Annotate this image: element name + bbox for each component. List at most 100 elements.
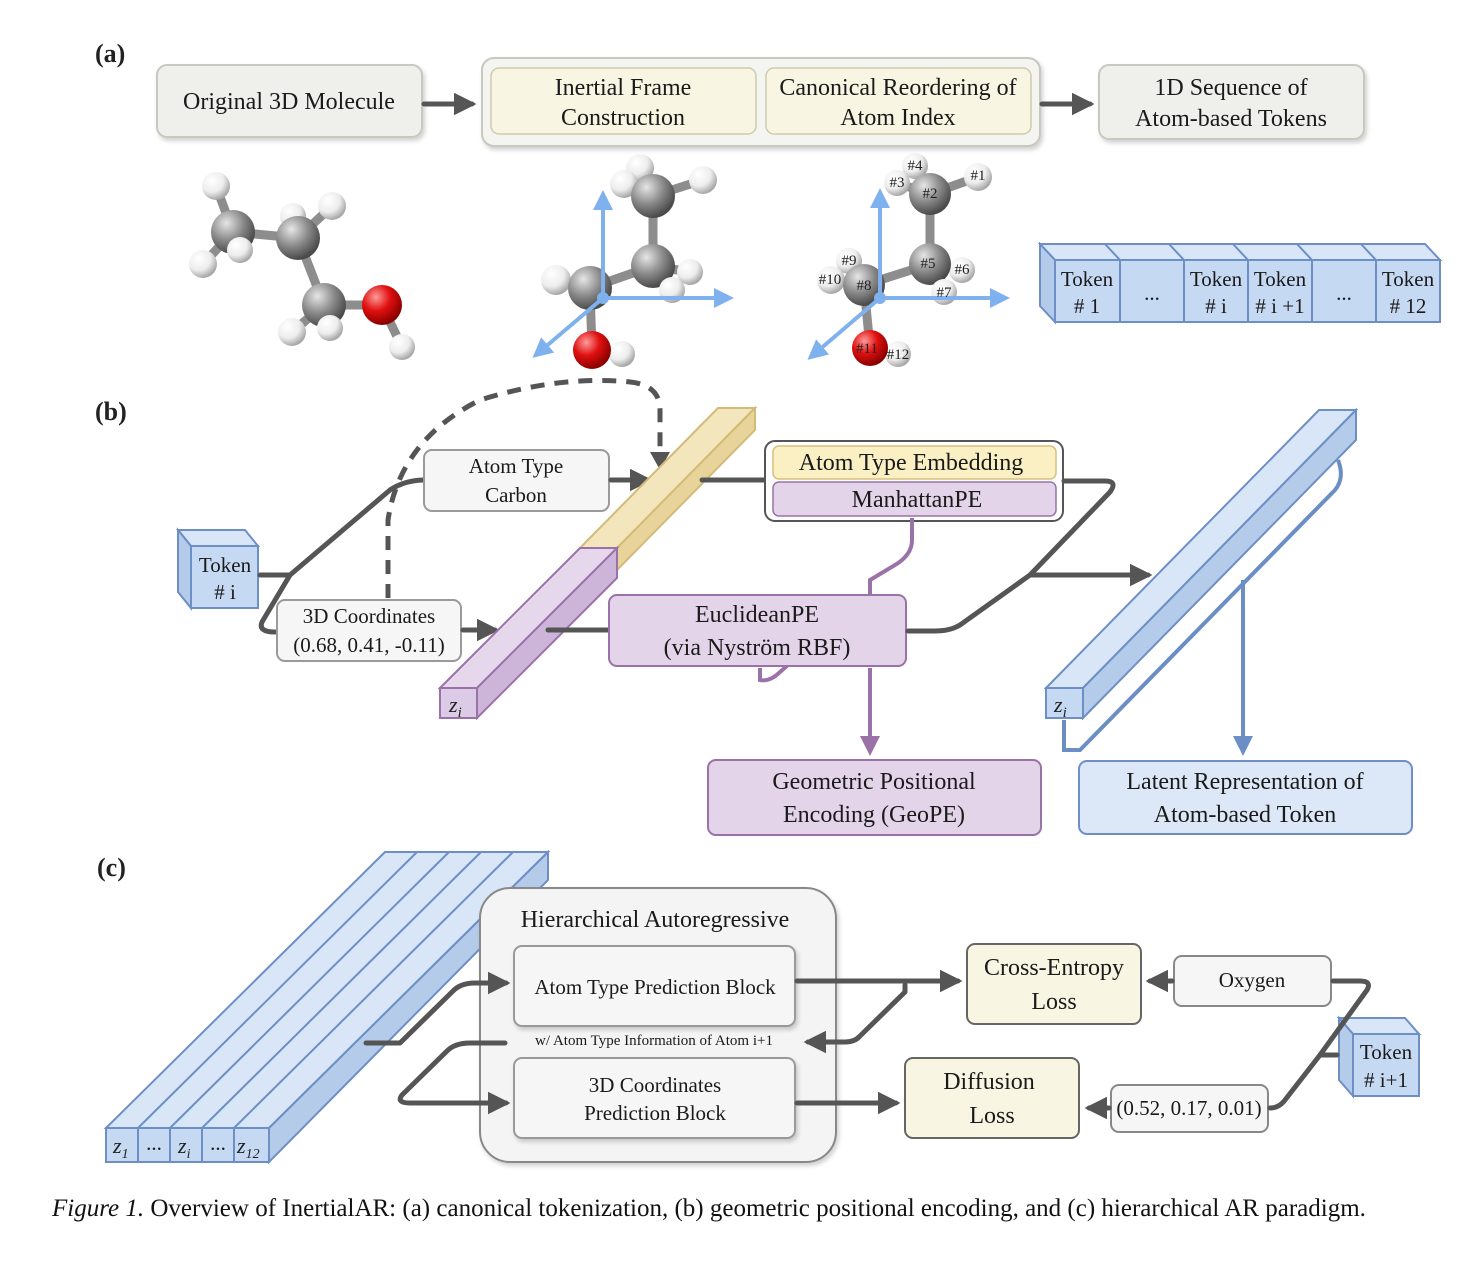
token-i1-cube-index: # i+1: [1364, 1068, 1408, 1092]
token-to-oxygen-line: [1317, 978, 1371, 1058]
coords-prediction-label-1: 3D Coordinates: [589, 1073, 721, 1097]
token-i-label: Token: [1190, 267, 1243, 291]
euclid-to-geope-line: [758, 618, 842, 683]
atom-label-4: #4: [908, 158, 924, 174]
oxygen-label: Oxygen: [1219, 968, 1286, 992]
inertial-frame-box: [490, 67, 757, 135]
token-i1-index: # i +1: [1255, 294, 1304, 318]
input-to-atom-block: [363, 971, 511, 1046]
latent-loop-line: [1062, 459, 1343, 752]
latent-prism: [1043, 407, 1359, 721]
manhattan-pe-label: ManhattanPE: [852, 487, 983, 513]
sequence-label-1: 1D Sequence of: [1154, 75, 1307, 101]
latent-box: [1078, 760, 1413, 835]
atom-type-embedding-label: Atom Type Embedding: [799, 450, 1024, 476]
token-i-cube-index: # i: [214, 580, 236, 604]
cross-entropy-box: [966, 943, 1142, 1025]
token-i-cube: [175, 527, 261, 611]
hierarchical-label: Hierarchical Autoregressive: [521, 907, 790, 933]
canonical-reordering-label-2: Atom Index: [840, 105, 955, 131]
token-i1-cube: [1336, 1015, 1422, 1099]
dashed-connector-head: [650, 452, 670, 470]
figure-caption: Figure 1. Overview of InertialAR: (a) ca…: [52, 1195, 1467, 1223]
diffusion-loss-box: [904, 1057, 1080, 1139]
atom-type-embedding-box: [772, 445, 1057, 480]
sequence-label-2: Atom-based Tokens: [1135, 106, 1327, 132]
coords-label: 3D Coordinates: [303, 604, 435, 628]
token-ellipsis-1: ...: [1144, 281, 1160, 305]
atom-type-prediction-box: [513, 945, 796, 1027]
atom-label-5: #5: [921, 256, 936, 272]
input-to-coord-block: [397, 1040, 511, 1115]
token-ellipsis-2: ...: [1336, 281, 1352, 305]
z-i-label-b: zi: [448, 692, 462, 721]
sequence-box: [1098, 64, 1365, 140]
atom-label-7: #7: [937, 285, 953, 301]
atom-type-info-label: w/ Atom Type Information of Atom i+1: [535, 1033, 773, 1049]
euclidean-pe-label-2: (via Nyström RBF): [664, 635, 851, 661]
latent-label-2: Atom-based Token: [1154, 802, 1337, 828]
atom-label-11: #11: [856, 341, 878, 357]
manhattan-to-geope-line: [868, 518, 914, 600]
atom-label-2: #2: [923, 186, 938, 202]
caption-prefix: Figure 1.: [52, 1195, 145, 1222]
latent-stack: [103, 849, 551, 1165]
cross-entropy-label-2: Loss: [1031, 989, 1076, 1015]
canonical-reordering-box: [765, 67, 1032, 135]
cross-entropy-label-1: Cross-Entropy: [984, 955, 1124, 981]
z-i-label-latent: zi: [1053, 692, 1067, 721]
token-to-coords-line: [1267, 1052, 1323, 1111]
euclidean-pe-label-1: EuclideanPE: [695, 602, 819, 628]
next-coords-value: (0.52, 0.17, 0.01): [1116, 1096, 1261, 1120]
atom-type-prediction-label: Atom Type Prediction Block: [534, 975, 776, 999]
token-12-label: Token: [1382, 267, 1435, 291]
manhattan-pe-box: [772, 481, 1057, 517]
atom-label-1: #1: [971, 168, 986, 184]
molecule-original: [189, 172, 415, 360]
latent-label-1: Latent Representation of: [1126, 769, 1363, 795]
token-12-index: # 12: [1390, 294, 1427, 318]
original-molecule-label: Original 3D Molecule: [183, 89, 395, 115]
atom-info-feedback: [803, 982, 908, 1054]
canonical-reordering-label-1: Canonical Reordering of: [779, 75, 1016, 101]
token-1-index: # 1: [1074, 294, 1100, 318]
geope-label-1: Geometric Positional: [772, 769, 976, 795]
original-molecule-box: [156, 64, 423, 138]
diffusion-loss-label-2: Loss: [969, 1103, 1014, 1129]
token-1-label: Token: [1061, 267, 1114, 291]
token-to-atomtype-line: [257, 477, 428, 578]
section-label-a: (a): [95, 39, 125, 68]
atom-label-8: #8: [857, 278, 872, 294]
z-cell-1: z1: [112, 1133, 129, 1162]
diffusion-loss-label-1: Diffusion: [943, 1069, 1035, 1095]
coords-prediction-box: [513, 1057, 796, 1139]
pe-prism: [437, 545, 620, 721]
z-cell-ellipsis-1: ...: [146, 1131, 162, 1155]
inertial-frame-label-1: Inertial Frame: [555, 75, 692, 101]
section-label-c: (c): [97, 853, 126, 882]
embedding-prism: [577, 405, 758, 573]
z-cell-i: zi: [177, 1133, 191, 1162]
section-label-b: (b): [95, 397, 127, 426]
caption-text: Overview of InertialAR: (a) canonical to…: [144, 1195, 1366, 1222]
coords-value: (0.68, 0.41, -0.11): [293, 633, 444, 657]
token-to-coords-line: [258, 572, 293, 635]
molecule-inertial-frame: [532, 154, 734, 369]
atom-label-6: #6: [955, 262, 971, 278]
token-i1-label: Token: [1254, 267, 1307, 291]
token-sequence: Token # 1 ... Token # i Token # i +1 ...…: [1037, 241, 1443, 325]
atom-label-10: #10: [819, 272, 842, 288]
molecule-canonical: #1 #2 #3 #4 #5 #6 #7 #8 #9 #10 #11 #12: [807, 153, 1010, 367]
token-i1-cube-label: Token: [1360, 1040, 1413, 1064]
token-i-cube-label: Token: [199, 553, 252, 577]
z-cell-12: z12: [236, 1133, 260, 1162]
geope-label-2: Encoding (GeoPE): [783, 802, 965, 828]
atom-label-9: #9: [842, 253, 857, 269]
z-cell-ellipsis-2: ...: [210, 1131, 226, 1155]
atom-type-value: Carbon: [485, 483, 547, 507]
token-i-index: # i: [1205, 294, 1227, 318]
atom-type-label: Atom Type: [469, 454, 563, 478]
atom-label-3: #3: [890, 175, 905, 191]
geope-box: [707, 759, 1042, 836]
